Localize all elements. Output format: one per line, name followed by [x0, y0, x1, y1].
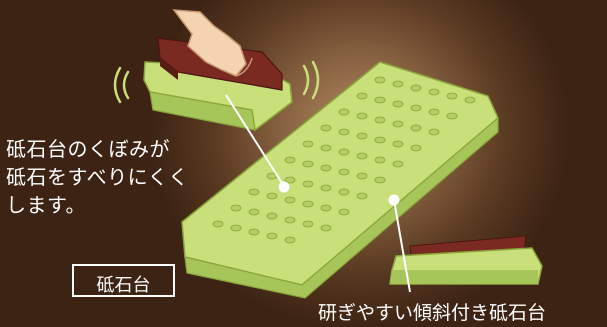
stand-label: 砥石台 — [96, 275, 151, 296]
hand-icon — [172, 9, 253, 77]
caption-text: 研ぎやすい傾斜付き砥石台 — [318, 302, 547, 324]
description-text: 砥石台のくぼみが 砥石をすべりにくく します。 — [6, 137, 189, 217]
shake-lines-icon — [113, 60, 320, 104]
callout-lines — [225, 94, 411, 293]
slanted-stand-with-stone — [389, 235, 543, 285]
stand-label-box: 砥石台 — [72, 264, 175, 297]
long-stand — [181, 61, 499, 299]
